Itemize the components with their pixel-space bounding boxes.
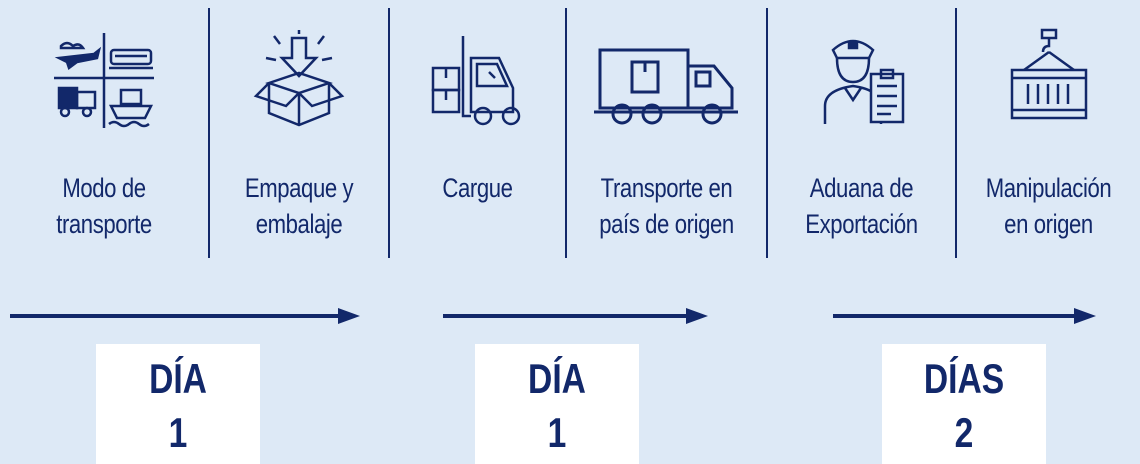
timeline-arrow <box>10 306 360 326</box>
step-loading: Cargue <box>390 0 565 260</box>
step-origin-handling: Manipulación en origen <box>957 0 1140 260</box>
duration-box: DÍA 1 <box>475 344 639 464</box>
step-label-line: Cargue <box>442 173 513 203</box>
step-transport-mode: Modo de transporte <box>0 0 208 260</box>
step-export-customs: Aduana de Exportación <box>768 0 955 260</box>
step-label: Manipulación en origen <box>973 170 1123 242</box>
duration-word: DÍAS <box>923 355 1005 402</box>
packaging-box-icon <box>244 28 354 128</box>
step-inland-transport: Transporte en país de origen <box>567 0 766 260</box>
separator <box>766 8 768 258</box>
step-label-line: embalaje <box>255 209 343 239</box>
step-label: Transporte en país de origen <box>585 170 748 242</box>
transport-modes-icon <box>49 28 159 128</box>
separator <box>208 8 210 258</box>
separator <box>388 8 390 258</box>
duration-number: 1 <box>168 409 188 456</box>
step-label-line: Modo de <box>62 173 146 203</box>
step-packaging: Empaque y embalaje <box>210 0 388 260</box>
step-label: Modo de transporte <box>19 170 190 242</box>
step-label-line: Manipulación <box>985 173 1112 203</box>
truck-icon <box>592 28 742 128</box>
timeline-arrow <box>833 306 1096 326</box>
step-label-line: transporte <box>56 209 152 239</box>
step-label-line: Transporte en <box>600 173 733 203</box>
duration-number: 1 <box>547 409 567 456</box>
container-crane-icon <box>994 28 1104 128</box>
step-label-line: Exportación <box>805 209 918 239</box>
duration-word: DÍA <box>149 355 207 402</box>
forklift-icon <box>423 28 533 128</box>
step-label-line: Empaque y <box>244 173 354 203</box>
step-label-line: país de origen <box>599 209 734 239</box>
step-label: Cargue <box>406 170 550 206</box>
duration-number: 2 <box>954 409 974 456</box>
step-label: Aduana de Exportación <box>785 170 938 242</box>
timeline-arrow <box>443 306 708 326</box>
step-label: Empaque y embalaje <box>226 170 372 242</box>
step-label-line: Aduana de <box>809 173 914 203</box>
duration-box: DÍAS 2 <box>882 344 1046 464</box>
duration-box: DÍA 1 <box>96 344 260 464</box>
step-label-line: en origen <box>1004 209 1093 239</box>
duration-word: DÍA <box>528 355 586 402</box>
customs-officer-icon <box>807 28 917 128</box>
separator <box>565 8 567 258</box>
separator <box>955 8 957 258</box>
